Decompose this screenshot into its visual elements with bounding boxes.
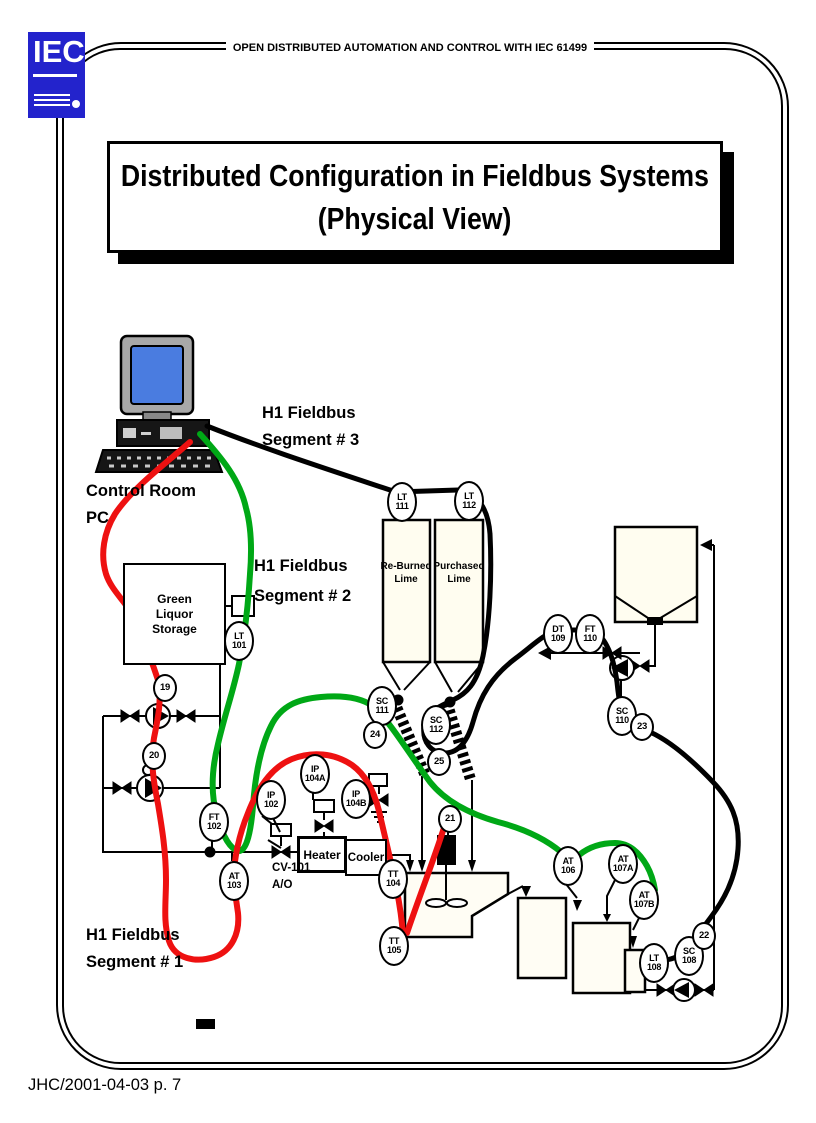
- instrument-20: 20: [142, 742, 166, 770]
- arrow-down-icon: [406, 860, 414, 872]
- valve-icon: [120, 709, 140, 723]
- arrow-down-icon: [468, 860, 476, 872]
- purchased-lime-silo: [433, 518, 485, 664]
- valve-icon: [314, 819, 334, 833]
- instrument-23: 23: [630, 713, 654, 741]
- arrow-down-icon: [603, 914, 611, 922]
- logo-rule: [33, 74, 77, 77]
- lime-hold-tank: [613, 525, 699, 624]
- screw-conveyor: [441, 701, 477, 783]
- label-segment1: H1 Fieldbus Segment # 1: [86, 926, 184, 971]
- pc-screen: [130, 345, 184, 405]
- footer-slide-id: JHC/2001-04-03 p. 7: [28, 1076, 182, 1094]
- pc-graphic: [94, 334, 224, 473]
- valve-icon: [694, 983, 714, 997]
- pipe-junction: [204, 846, 216, 858]
- arrow-down-icon: [629, 936, 637, 948]
- logo-dot: [72, 100, 80, 108]
- arrow-down-icon: [521, 886, 531, 897]
- title-line2: (Physical View): [318, 201, 512, 236]
- arrow-down-icon: [573, 900, 582, 911]
- heater-unit: Heater: [297, 836, 347, 873]
- header-banner: OPEN DISTRIBUTED AUTOMATION AND CONTROL …: [226, 35, 594, 60]
- instrument-19: 19: [153, 674, 177, 702]
- valve-icon: [112, 781, 132, 795]
- title-line1: Distributed Configuration in Fieldbus Sy…: [120, 158, 710, 193]
- iec-logo-text: IEC: [33, 34, 85, 69]
- title-box: Distributed Configuration in Fieldbus Sy…: [107, 141, 723, 253]
- arrow-down-icon: [418, 860, 426, 872]
- instrument-22: 22: [692, 922, 716, 950]
- reburned-lime-silo: [381, 518, 432, 664]
- silos: [381, 518, 485, 664]
- valve-icon: [656, 983, 676, 997]
- arrow-left-icon: [700, 539, 712, 551]
- cv101-valve-icon: [271, 845, 291, 859]
- logo-bars: [34, 94, 70, 109]
- label-control-room-pc: Control Room PC: [86, 482, 196, 527]
- valve-icon: [176, 709, 196, 723]
- green-liquor-storage-tank: Green Liquor Storage: [123, 563, 226, 665]
- instrument-25: 25: [427, 748, 451, 776]
- instrument-24: 24: [363, 721, 387, 749]
- cv101-label: CV-101 A/O: [272, 862, 311, 891]
- label-segment2: H1 Fieldbus Segment # 2: [254, 557, 352, 605]
- label-segment3: H1 Fieldbus Segment # 3: [262, 404, 360, 449]
- iec-logo: IEC: [28, 32, 85, 118]
- instrument-21: 21: [438, 805, 462, 833]
- tank: [571, 921, 632, 995]
- reburned-lime-label: Re-Burned Lime: [380, 561, 432, 585]
- dash-mark: [196, 1019, 215, 1029]
- tank: [516, 896, 568, 980]
- purchased-lime-label: Purchased Lime: [433, 561, 485, 585]
